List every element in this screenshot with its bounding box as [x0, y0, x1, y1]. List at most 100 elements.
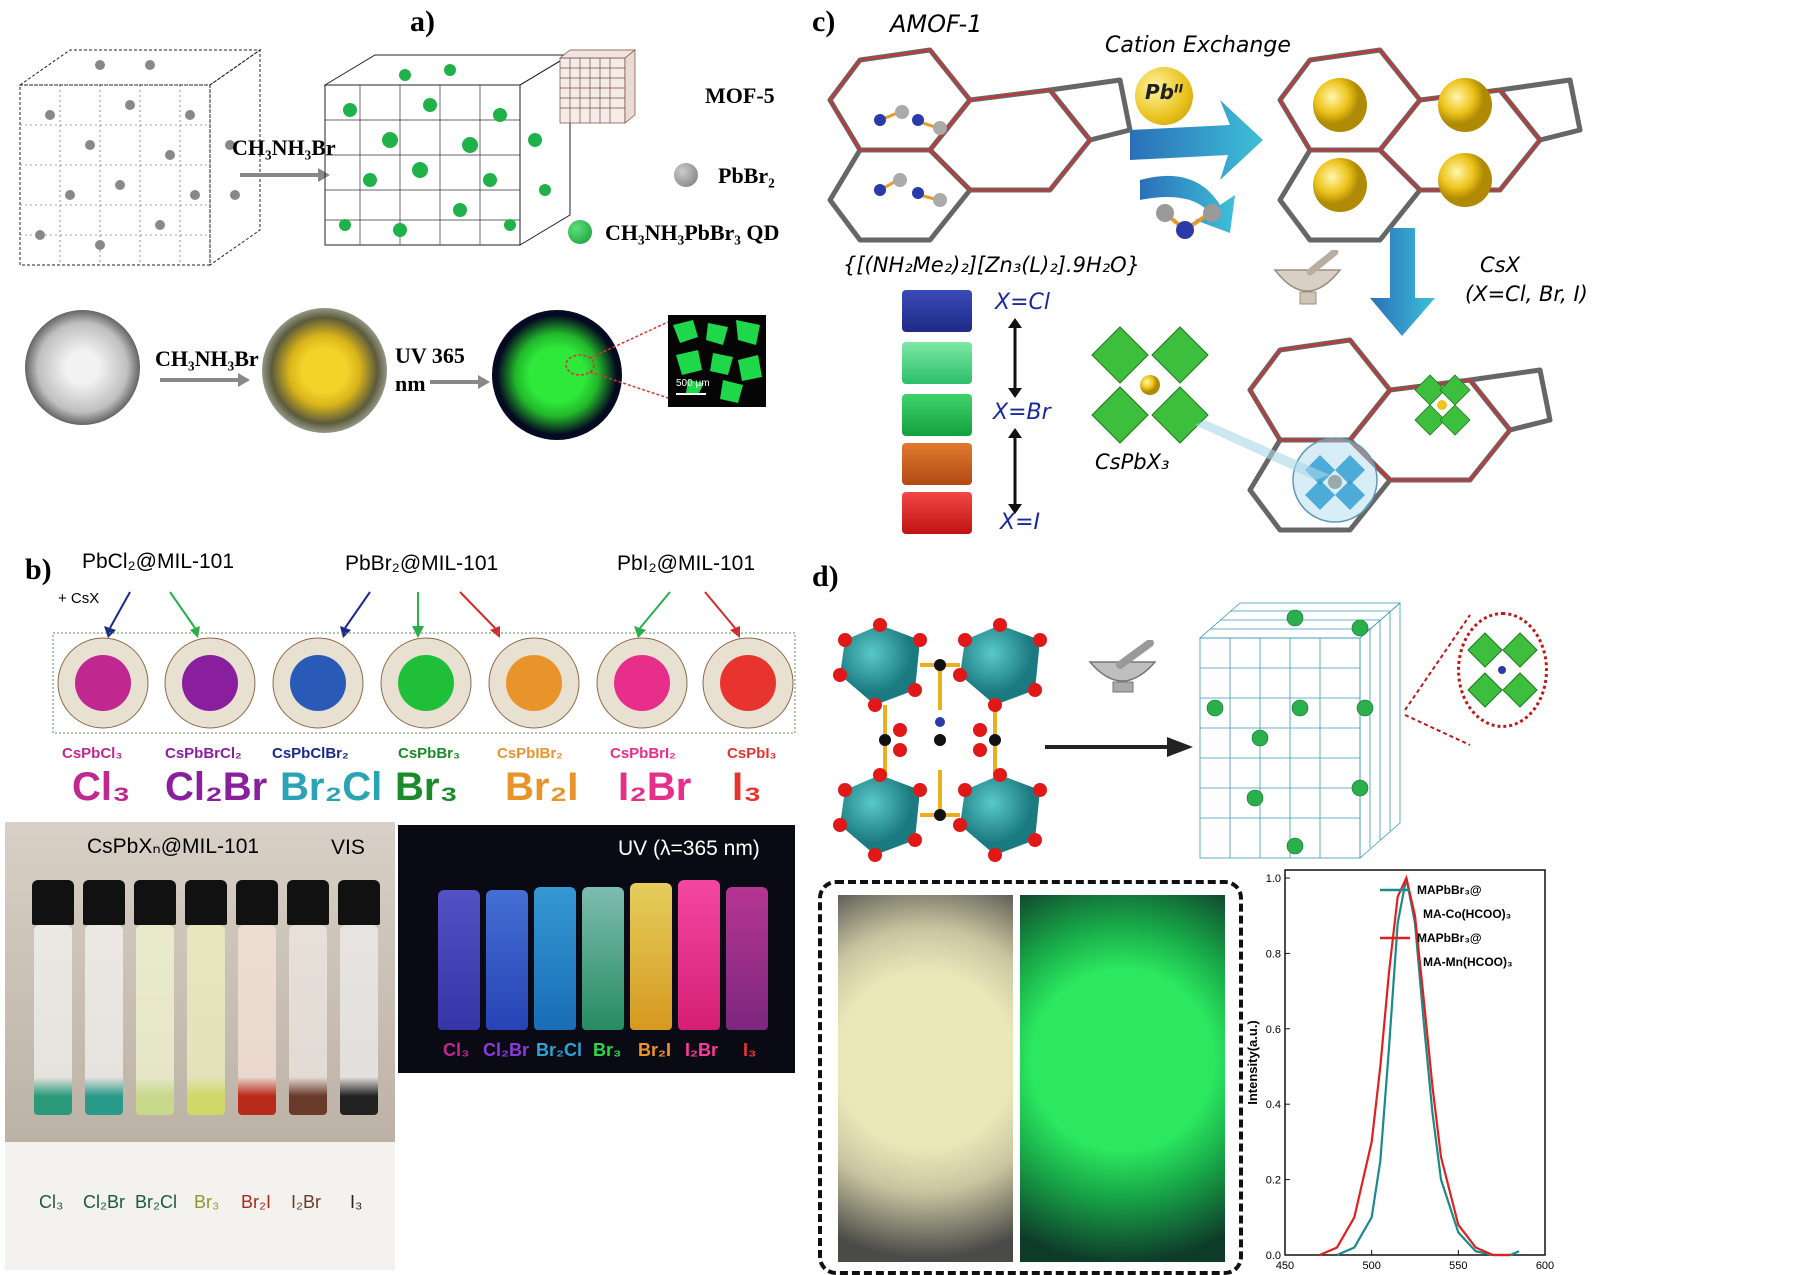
- uv-label: Br₂Cl: [536, 1040, 583, 1060]
- arrow-down-icon: [1370, 228, 1435, 336]
- x-i-label: X=I: [1000, 510, 1040, 535]
- vis-photo: CsPbXₙ@MIL-101 VIS Cl₃ Cl₂Br Br₂Cl Br₃ B…: [5, 822, 395, 1270]
- y-tick-label: 0.6: [1266, 1024, 1281, 1036]
- vial-br2cl: [136, 925, 174, 1115]
- precursor-pbbr2: PbBr₂@MIL-101: [345, 552, 499, 575]
- uv-label: Cl₃: [443, 1040, 470, 1060]
- yellow-powder-photo: [838, 895, 1013, 1262]
- vial-cap: [83, 880, 125, 925]
- green-emission-photo: [1020, 895, 1225, 1262]
- vis-label: I₂Br: [291, 1192, 321, 1212]
- legend-pbbr2: PbBr₂: [718, 163, 775, 188]
- vial-i2br: [289, 925, 327, 1115]
- formula-cspbi3: CsPbI₃: [727, 745, 777, 762]
- csx-range: (X=Cl, Br, I): [1465, 282, 1588, 306]
- vis-label: Cl₃: [39, 1192, 64, 1212]
- vial-cap: [236, 880, 278, 925]
- vis-label: Br₂Cl: [135, 1192, 177, 1212]
- dimethylammonium-icon: [1156, 204, 1221, 239]
- x-tick-label: 550: [1449, 1260, 1467, 1272]
- vial-cl2br: [85, 925, 123, 1115]
- panel-a-label: a): [410, 5, 435, 38]
- pb-ion-icon: [1135, 67, 1193, 125]
- color-bar-i: [902, 492, 972, 534]
- vial-cap: [185, 880, 227, 925]
- perovskite-precursor-structure: [833, 618, 1047, 862]
- scale-bar: [676, 393, 706, 395]
- uv-vial-i3: [726, 887, 768, 1030]
- amof-formula: {[(NH₂Me₂)₂][Zn₃(L)₂].9H₂O}: [843, 253, 1141, 277]
- vis-label: Br₃: [194, 1192, 220, 1212]
- legend-co-line1: MAPbBr₃@: [1417, 883, 1482, 897]
- vis-table: [5, 1142, 395, 1270]
- vial-cap: [134, 880, 176, 925]
- panel-b-label: b): [25, 553, 52, 586]
- uv-vial-br2i: [630, 883, 672, 1030]
- uv-title: UV (λ=365 nm): [618, 837, 760, 860]
- cation-exchange-label: Cation Exchange: [1105, 33, 1291, 58]
- uv-label: Cl₂Br: [483, 1040, 530, 1060]
- legend-mn-line2: MA-Mn(HCOO)₃: [1423, 955, 1513, 969]
- yellow-powder-photo: [262, 308, 387, 433]
- precursor-arrows: [104, 591, 740, 638]
- vis-title: CsPbXₙ@MIL-101: [87, 835, 260, 858]
- color-bar-cl: [902, 290, 972, 332]
- arrow-right-icon: [1045, 737, 1193, 757]
- vis-label: Br₂I: [241, 1192, 271, 1212]
- y-axis-label: Intensity(a.u.): [1245, 1020, 1260, 1105]
- csx-label: CsX: [1480, 253, 1520, 277]
- uv-vial-cl3: [438, 890, 480, 1030]
- short-i2br: I₂Br: [618, 765, 692, 809]
- uv-vial-br3: [582, 887, 624, 1030]
- mof-5-icon: [559, 49, 636, 124]
- white-powder-photo: [25, 310, 140, 425]
- mof-cube-empty: [18, 49, 262, 266]
- short-br3: Br₃: [395, 765, 458, 809]
- vis-label: I₃: [350, 1192, 363, 1212]
- legend-qd: CH₃NH₃PbBr₃ QD: [605, 220, 780, 245]
- short-br2cl: Br₂Cl: [280, 765, 383, 809]
- arrow-right-icon: [160, 373, 250, 387]
- plot-frame: [1284, 869, 1546, 1256]
- legend-mn-line1: MAPbBr₃@: [1417, 931, 1482, 945]
- x-cl-label: X=Cl: [995, 290, 1050, 315]
- legend-mof5: MOF-5: [705, 83, 775, 108]
- mof-cube-qd: [323, 54, 572, 246]
- mortar-icon: [1273, 250, 1342, 305]
- amof-title: AMOF-1: [890, 10, 983, 38]
- amof-framework: [827, 47, 1133, 243]
- formula-cspbcl3: CsPbCl₃: [62, 745, 123, 762]
- csx-add-label: + CsX: [58, 590, 100, 607]
- pb-label: Pbᴵᴵ: [1145, 80, 1184, 104]
- uv-vial-i2br: [678, 880, 720, 1030]
- vial-cap: [287, 880, 329, 925]
- vial-i3: [340, 925, 378, 1115]
- uv-vial-br2cl: [534, 887, 576, 1030]
- perovskite-structure-icon: [1467, 632, 1538, 708]
- reagent-label-bottom: CH₃NH₃Br: [155, 346, 259, 371]
- double-arrows-icon: [1008, 318, 1022, 514]
- x-tick-label: 450: [1276, 1260, 1294, 1272]
- uv-unit: nm: [395, 371, 426, 396]
- perovskite-structure-icon: [1091, 326, 1209, 444]
- short-cl2br: Cl₂Br: [165, 765, 268, 809]
- microscope-image: 500 μm: [668, 315, 766, 407]
- vis-label: Cl₂Br: [83, 1192, 125, 1212]
- vial-cap: [338, 880, 380, 925]
- x-br-label: X=Br: [993, 400, 1051, 425]
- series-line-1: [1336, 877, 1520, 1257]
- y-tick-label: 0.0: [1266, 1250, 1281, 1262]
- uv-label: Br₃: [593, 1040, 622, 1060]
- vial-cap: [32, 880, 74, 925]
- pbbr2-dot-icon: [674, 163, 698, 187]
- vial-cl3: [34, 925, 72, 1115]
- zoom-lines: [565, 321, 669, 399]
- color-bar-clbr: [902, 342, 972, 384]
- zoom-beam: [1195, 420, 1330, 480]
- formula-cspbbrcl2: CsPbBrCl₂: [165, 745, 242, 762]
- precursor-pbcl2: PbCl₂@MIL-101: [82, 550, 235, 573]
- arrow-right-icon: [430, 375, 490, 389]
- series-line-2: [1319, 874, 1511, 1257]
- csbpx3-framework: [1247, 337, 1553, 533]
